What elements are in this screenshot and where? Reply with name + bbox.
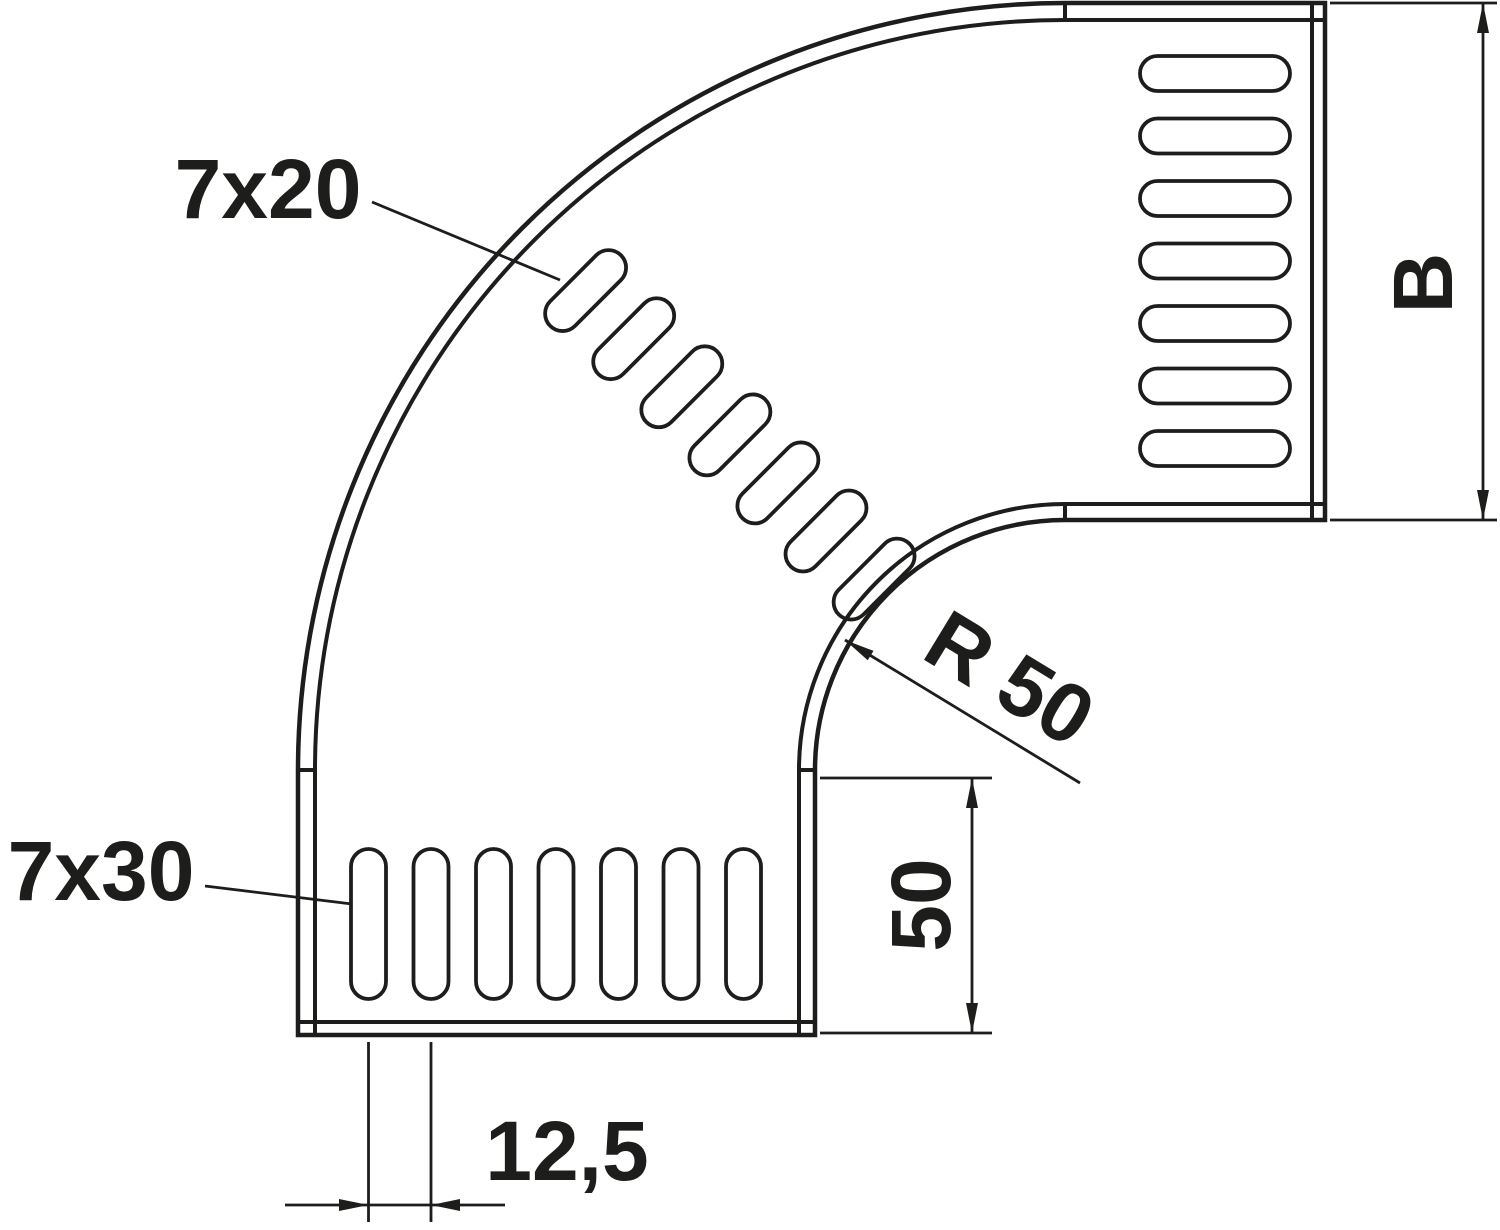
slot [591,296,677,382]
slot [1138,179,1292,218]
dimension-leg-length: 50 [820,776,992,1035]
dim-arrow-up [966,778,978,808]
inner-radius-label: R 50 [910,592,1110,765]
slot [831,536,917,622]
slot [1138,429,1292,468]
slot [599,847,638,1001]
slot [536,847,576,1001]
leg-length-label: 50 [874,858,968,951]
straight-slots-label: 7x30 [8,824,195,918]
leader-line [204,884,353,906]
dim-arrow-down [1477,490,1489,520]
slot [661,847,701,1001]
slot [1138,304,1292,343]
outer-rail-inner-line [313,18,1325,1035]
slot [349,847,388,1001]
leader-line [371,200,561,282]
slot [783,488,869,574]
dim-arrow-up [1477,3,1489,33]
dimension-slot-pitch: 12,5 [285,1042,649,1222]
slot [735,440,821,526]
slot [724,847,763,1001]
radius-leader-line [844,638,1081,785]
dim-arrow-right [339,1199,369,1211]
inner-rail-inner-line [797,502,1325,1035]
slot [411,847,451,1001]
slot [474,847,513,1001]
callout-bend-slots: 7x20 [175,142,561,282]
slot [639,344,725,430]
tray-width-label: B [1376,253,1470,314]
slot [1138,366,1292,406]
dimension-tray-width: B [1330,1,1497,522]
callout-straight-slots: 7x30 [8,824,353,918]
slot [1138,116,1292,156]
slot [687,392,773,478]
slot [1138,54,1292,93]
bottom-slots-7x30 [349,847,763,1001]
dim-arrow-left [431,1199,460,1211]
bend-slots-7x20 [543,248,917,622]
callout-inner-radius: R 50 [844,592,1110,785]
tray-body [295,0,1328,1038]
right-slots-7x30 [1138,54,1292,468]
dim-arrow-down [966,1003,978,1033]
slot [543,248,628,333]
bend-slots-label: 7x20 [175,142,362,236]
tray-outer-outline [295,0,1328,1038]
slot-pitch-label: 12,5 [485,1104,649,1198]
slot [1138,241,1292,281]
radius-arrowhead [845,640,874,661]
